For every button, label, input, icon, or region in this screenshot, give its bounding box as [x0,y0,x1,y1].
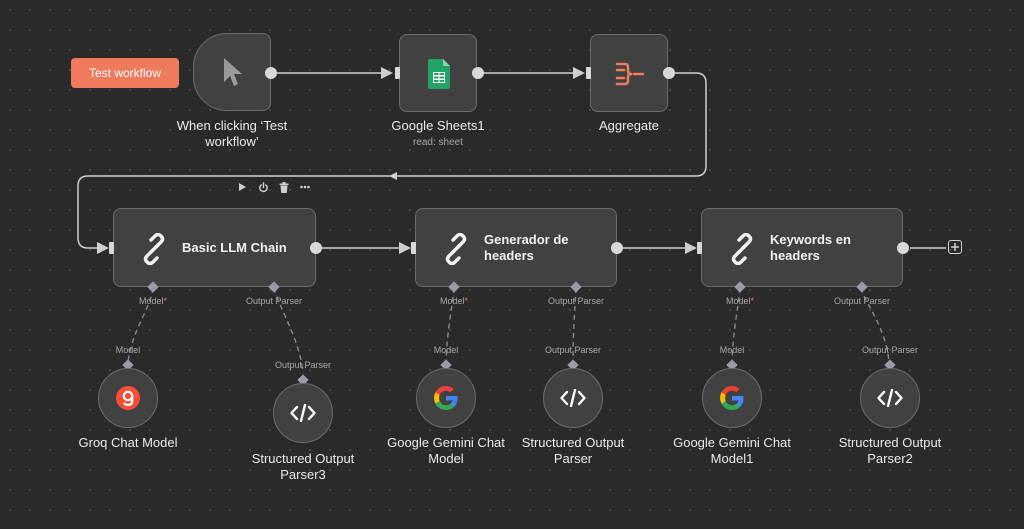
chain3-parser-label: Output Parser [833,296,891,306]
node-basic-llm-chain[interactable] [113,208,316,287]
chain1-model-label: Model* [138,296,168,306]
link-icon [136,231,172,267]
parser2-label: Structured Output Parser2 [838,435,942,466]
chain2-parser-label: Output Parser [547,296,605,306]
node-structured-output-parser[interactable] [543,368,603,428]
node-structured-output-parser2[interactable] [860,368,920,428]
sheets-input-port[interactable] [395,67,400,79]
node-google-gemini-chat-model[interactable] [416,368,476,428]
plus-icon [951,243,959,251]
parser-port-label: Output Parser [544,345,602,355]
trigger-output-port[interactable] [265,67,277,79]
google-sheets-icon [426,57,452,91]
aggregate-output-port[interactable] [663,67,675,79]
gemini1-label: Google Gemini Chat Model1 [673,435,791,466]
node-keywords-headers[interactable] [701,208,903,287]
google-icon [720,386,744,410]
parser3-port-label: Output Parser [274,360,332,370]
play-icon[interactable] [236,181,248,193]
trigger-label: When clicking ‘Test workflow’ [176,118,288,149]
parser3-label: Structured Output Parser3 [251,451,355,482]
chain3-input-port[interactable] [697,242,702,254]
aggregate-input-port[interactable] [586,67,591,79]
trash-icon[interactable] [278,181,290,193]
chain1-output-port[interactable] [310,242,322,254]
cursor-icon [216,54,250,90]
gemini-port-label: Model [433,345,459,355]
gemini1-port-label: Model [719,345,745,355]
test-workflow-button[interactable]: Test workflow [71,58,179,88]
groq-port-label: Model [115,345,141,355]
sheets-label: Google Sheets1 [391,118,485,133]
chain1-input-port[interactable] [109,242,114,254]
chain2-output-port[interactable] [611,242,623,254]
chain2-model-label: Model* [439,296,469,306]
node-manual-trigger[interactable] [193,33,271,111]
node-groq-chat-model[interactable] [98,368,158,428]
chain3-label: Keywords en headers [770,232,851,263]
chain1-label: Basic LLM Chain [182,240,287,255]
node-google-gemini-chat-model1[interactable] [702,368,762,428]
aggregate-label: Aggregate [599,118,659,133]
code-icon [290,404,316,422]
dashed-link-chain2-parser [572,287,577,363]
node-generador-headers[interactable] [415,208,617,287]
link-icon [438,231,474,267]
code-icon [560,389,586,407]
parser-label: Structured Output Parser [521,435,625,466]
sheets-subtitle: read: sheet [412,137,464,148]
parser2-port-label: Output Parser [861,345,919,355]
node-aggregate[interactable] [590,34,668,112]
chain2-input-port[interactable] [411,242,416,254]
code-icon [877,389,903,407]
sheets-output-port[interactable] [472,67,484,79]
add-node-button[interactable] [948,240,962,254]
chain1-parser-label: Output Parser [245,296,303,306]
node-toolbar [236,181,311,193]
chain3-model-label: Model* [725,296,755,306]
dashed-link-chain2-model [445,287,455,363]
node-structured-output-parser3[interactable] [273,383,333,443]
link-icon [724,231,760,267]
dashed-link-chain3-parser [859,287,890,363]
gemini-label: Google Gemini Chat Model [387,435,505,466]
dashed-link-chain3-model [731,287,741,363]
chain3-output-port[interactable] [897,242,909,254]
power-icon[interactable] [257,181,269,193]
aggregate-icon [613,59,647,89]
chain2-label: Generador de headers [484,232,569,263]
groq-label: Groq Chat Model [78,435,178,450]
groq-icon [116,386,140,410]
more-icon[interactable] [299,181,311,193]
google-icon [434,386,458,410]
node-google-sheets[interactable] [399,34,477,112]
